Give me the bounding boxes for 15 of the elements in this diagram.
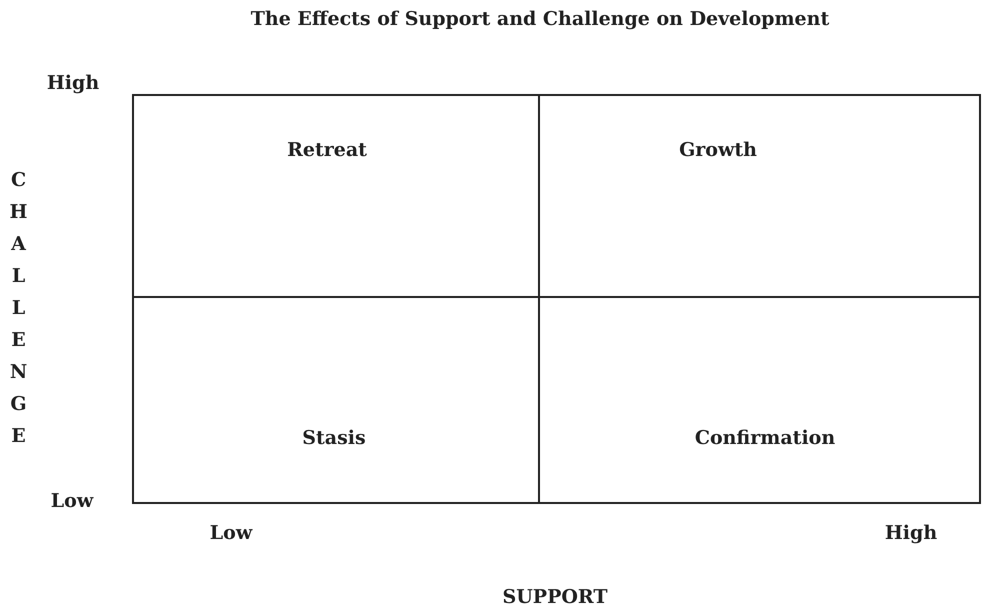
axis-end-label: Low [50, 490, 94, 512]
quadrant-label: Stasis [302, 427, 366, 449]
quadrant-box [538, 296, 981, 504]
quadrant-label: Confirmation [694, 427, 836, 449]
quadrant-box [538, 94, 981, 298]
quadrant-label: Growth [679, 139, 757, 161]
quadrant-box [132, 94, 540, 298]
axis-title: SUPPORT [502, 586, 608, 607]
quadrant-label: Retreat [287, 139, 367, 161]
axis-end-label: High [46, 72, 100, 94]
axis-end-label: Low [210, 522, 252, 544]
title: The Effects of Support and Challenge on Development [250, 8, 830, 30]
quadrant-box [132, 296, 540, 504]
axis-title: CHALLENGE [9, 168, 28, 449]
axis-end-label: High [884, 522, 938, 544]
